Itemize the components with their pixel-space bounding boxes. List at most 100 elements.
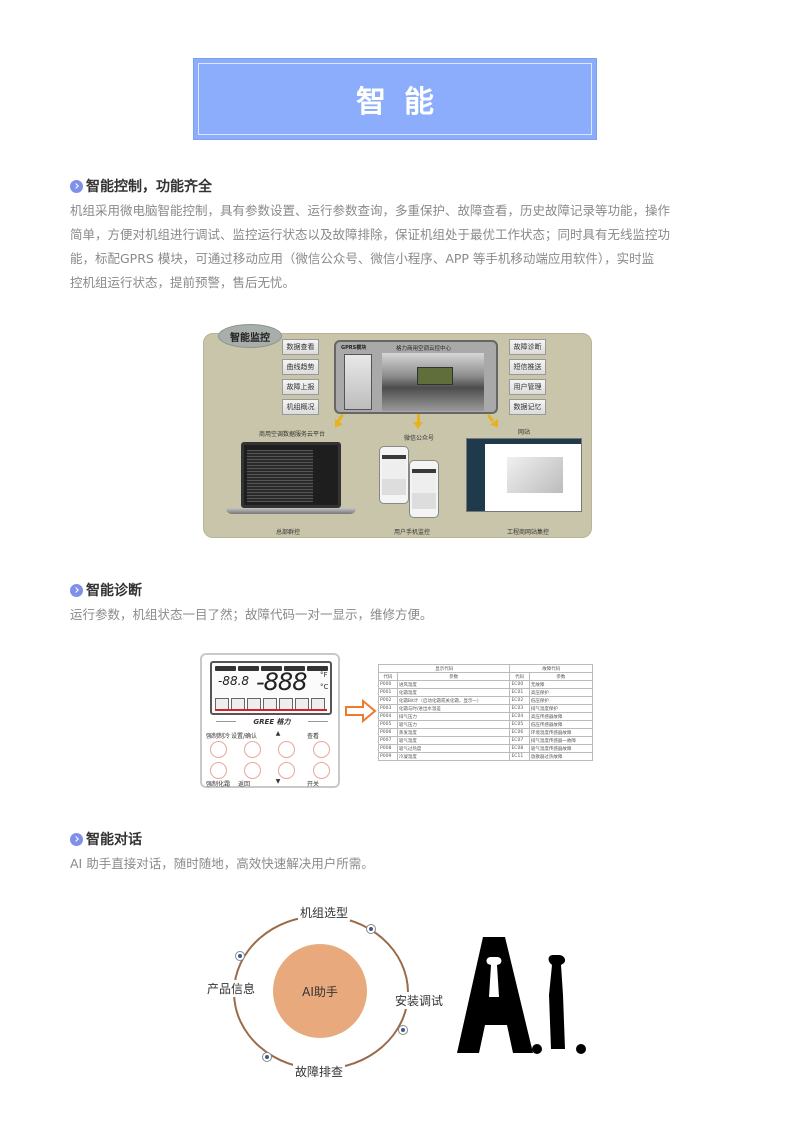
gprs-label: GPRS模块: [341, 345, 367, 351]
section-paragraph-diagnosis: 运行参数，机组状态一目了然；故障代码一对一显示，维修方便。: [70, 603, 720, 627]
table-subheader: 代码: [378, 672, 398, 681]
section-paragraph-control: 机组采用微电脑智能控制，具有参数设置、运行参数查询，多重保护、故障查看，历史故障…: [70, 199, 720, 295]
section-heading-dialogue: 智能对话: [70, 829, 142, 849]
table-subheader: 参数: [396, 672, 511, 681]
banner-title: 智能: [356, 85, 452, 120]
key-label: ▼: [275, 778, 281, 785]
unit-f: °F: [320, 671, 328, 679]
key-label: 开关: [306, 781, 319, 788]
key-label: 返回: [237, 781, 250, 788]
table-header: 显示代码: [377, 664, 511, 673]
controller-key: [244, 741, 261, 758]
node-troubleshooting: 故障排查: [293, 1063, 346, 1080]
paragraph-line: 运行参数，机组状态一目了然；故障代码一对一显示，维修方便。: [70, 607, 433, 622]
ai-assistant-circle: AI助手: [273, 944, 367, 1038]
controller-key: [278, 741, 295, 758]
monitor-tag: 智能监控: [218, 324, 282, 348]
function-user-management: 用户管理: [509, 379, 546, 395]
laptop-image: [241, 442, 341, 508]
unit-c: °C: [320, 683, 329, 691]
key-label: ▲: [275, 730, 281, 737]
section-title: 智能诊断: [86, 583, 142, 599]
paragraph-line: 简单，方便对机组进行调试、监控运行状态以及故障排除，保证机组处于最优工作状态；同…: [70, 227, 671, 242]
chevron-right-icon: [70, 179, 83, 193]
section-paragraph-dialogue: AI 助手直接对话，随时随地，高效快速解决用户所需。: [70, 852, 720, 876]
table-subheader: 参数: [528, 672, 594, 681]
section-title: 智能控制，功能齐全: [86, 179, 212, 195]
phone-image: [379, 446, 409, 504]
title-banner: 智能: [193, 58, 597, 140]
gree-logo: GREE 格力: [253, 718, 291, 726]
node-product-info: 产品信息: [205, 980, 258, 997]
function-data-memory: 数据记忆: [509, 399, 546, 415]
key-label: 强制化霜: [205, 781, 230, 788]
key-label: 强制制冷: [205, 733, 230, 740]
ring-dot-icon: [398, 1025, 408, 1035]
section-heading-control: 智能控制，功能齐全: [70, 176, 212, 196]
caption-mobile: 用户手机监控: [394, 529, 431, 536]
lcd-display: -88.8 -888 °F °C: [210, 661, 332, 715]
function-data-view: 数据查看: [282, 339, 319, 355]
paragraph-line: 控机组运行状态，提前预警，售后无忧。: [70, 275, 296, 290]
paragraph-line: 机组采用微电脑智能控制，具有参数设置、运行参数查询，多重保护、故障查看，历史故障…: [70, 203, 671, 218]
node-installation: 安装调试: [393, 992, 446, 1009]
section-heading-diagnosis: 智能诊断: [70, 580, 142, 600]
laptop-base: [226, 508, 356, 514]
ring-dot-icon: [366, 924, 376, 934]
control-room-image: [382, 353, 484, 411]
center-title: 格力商用空调云控中心: [396, 346, 452, 352]
key-label: 查看: [306, 733, 319, 740]
key-label: 设置/确认: [230, 733, 258, 740]
website-screenshot: [466, 438, 582, 512]
chevron-right-icon: [70, 583, 83, 597]
table-subheader: 代码: [509, 672, 530, 681]
ai-silhouette-logo: [457, 937, 586, 1054]
function-fault-report: 故障上报: [282, 379, 319, 395]
controller-key: [244, 762, 261, 779]
smart-monitoring-diagram: 智能监控 数据查看 曲线趋势 故障上报 机组概况 GPRS模块 格力商用空调云控…: [203, 324, 592, 538]
arrow-down-icon: [413, 422, 423, 429]
lcd-small-value: -88.8: [218, 674, 250, 688]
controller-key: [313, 741, 330, 758]
controller-key: [278, 762, 295, 779]
arrow-down-left-icon: [330, 418, 344, 431]
function-sms-push: 短信推送: [509, 359, 546, 375]
phone-image: [409, 460, 439, 518]
ring-dot-icon: [235, 951, 245, 961]
controller-key: [313, 762, 330, 779]
arrow-right-icon: [345, 699, 377, 723]
node-unit-selection: 机组选型: [298, 904, 351, 921]
cloud-control-center: GPRS模块 格力商用空调云控中心: [334, 340, 498, 414]
caption-engineer-site: 工程商网站集控: [507, 529, 550, 536]
function-fault-diagnosis: 故障诊断: [509, 339, 546, 355]
section-title: 智能对话: [86, 832, 142, 848]
caption-hq: 总部群控: [276, 529, 301, 536]
paragraph-line: 能，标配GPRS 模块，可通过移动应用（微信公众号、微信小程序、APP 等手机移…: [70, 251, 655, 266]
channel-cloud-platform: 商用空调数据服务云平台: [259, 431, 326, 438]
chevron-right-icon: [70, 832, 83, 846]
ring-dot-icon: [262, 1052, 272, 1062]
table-header: 故障代码: [509, 664, 593, 673]
channel-website: 网站: [518, 429, 531, 436]
lcd-big-value: -888: [256, 668, 307, 696]
wired-controller-image: -88.8 -888 °F °C GREE 格力 强制制冷 设置/确认 ▲ 查看…: [200, 653, 340, 788]
controller-key: [210, 741, 227, 758]
gprs-module-image: [344, 354, 372, 410]
function-curve-trend: 曲线趋势: [282, 359, 319, 375]
function-unit-overview: 机组概况: [282, 399, 319, 415]
channel-wechat: 微信公众号: [404, 435, 435, 442]
paragraph-line: AI 助手直接对话，随时随地，高效快速解决用户所需。: [70, 856, 374, 871]
controller-key: [210, 762, 227, 779]
arrow-icon: [417, 414, 420, 422]
